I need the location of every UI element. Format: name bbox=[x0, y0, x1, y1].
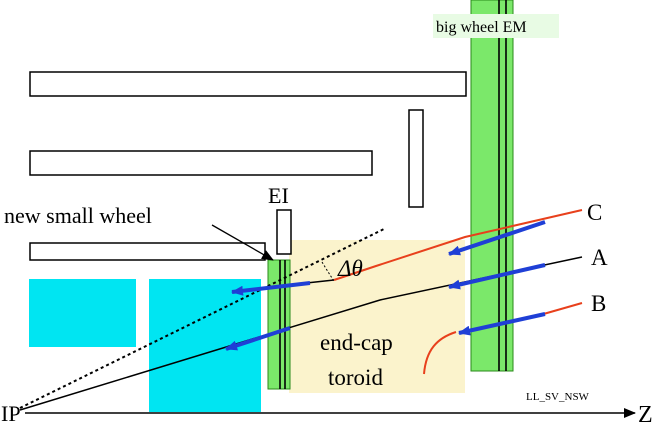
endcap-chamber-vertical bbox=[408, 109, 424, 208]
nsw-pointer-arrow bbox=[211, 224, 274, 261]
ip-label: IP bbox=[1, 401, 21, 426]
track-b-label: B bbox=[591, 291, 606, 316]
track-c-bent bbox=[333, 209, 583, 281]
track-a-arrow bbox=[448, 263, 546, 290]
dotted-reference-line bbox=[19, 227, 387, 409]
ei-label: EI bbox=[268, 183, 289, 208]
big-wheel-em bbox=[470, 0, 514, 372]
calorimeter-block-right bbox=[149, 279, 261, 412]
track-c-extrapolated bbox=[231, 281, 311, 296]
big-wheel-label: big wheel EM bbox=[436, 19, 527, 36]
track-b bbox=[539, 302, 583, 316]
calorimeter-block-left bbox=[29, 279, 136, 347]
new-small-wheel bbox=[267, 259, 291, 390]
track-b-arrow bbox=[458, 312, 546, 336]
track-c-label: C bbox=[587, 200, 602, 225]
end-cap-toroid-label-line1: end-cap bbox=[320, 330, 393, 355]
figure-id-label: LL_SV_NSW bbox=[526, 391, 590, 403]
z-axis-label: Z bbox=[638, 402, 653, 428]
track-a-extrapolated bbox=[225, 326, 291, 351]
barrel-chamber-middle bbox=[29, 150, 373, 176]
barrel-chamber-inner bbox=[29, 242, 266, 261]
big-wheel-label-bg bbox=[433, 14, 559, 38]
track-c-arrow bbox=[448, 220, 546, 256]
new-small-wheel-label: new small wheel bbox=[4, 203, 152, 228]
track-a-label: A bbox=[591, 245, 608, 270]
track-b-curl bbox=[423, 331, 457, 375]
barrel-chamber-outer bbox=[29, 71, 467, 97]
delta-theta-arc bbox=[321, 261, 335, 282]
delta-theta-label: Δθ bbox=[337, 256, 363, 281]
ei-chamber bbox=[276, 209, 292, 255]
end-cap-toroid-label-line2: toroid bbox=[328, 365, 383, 390]
